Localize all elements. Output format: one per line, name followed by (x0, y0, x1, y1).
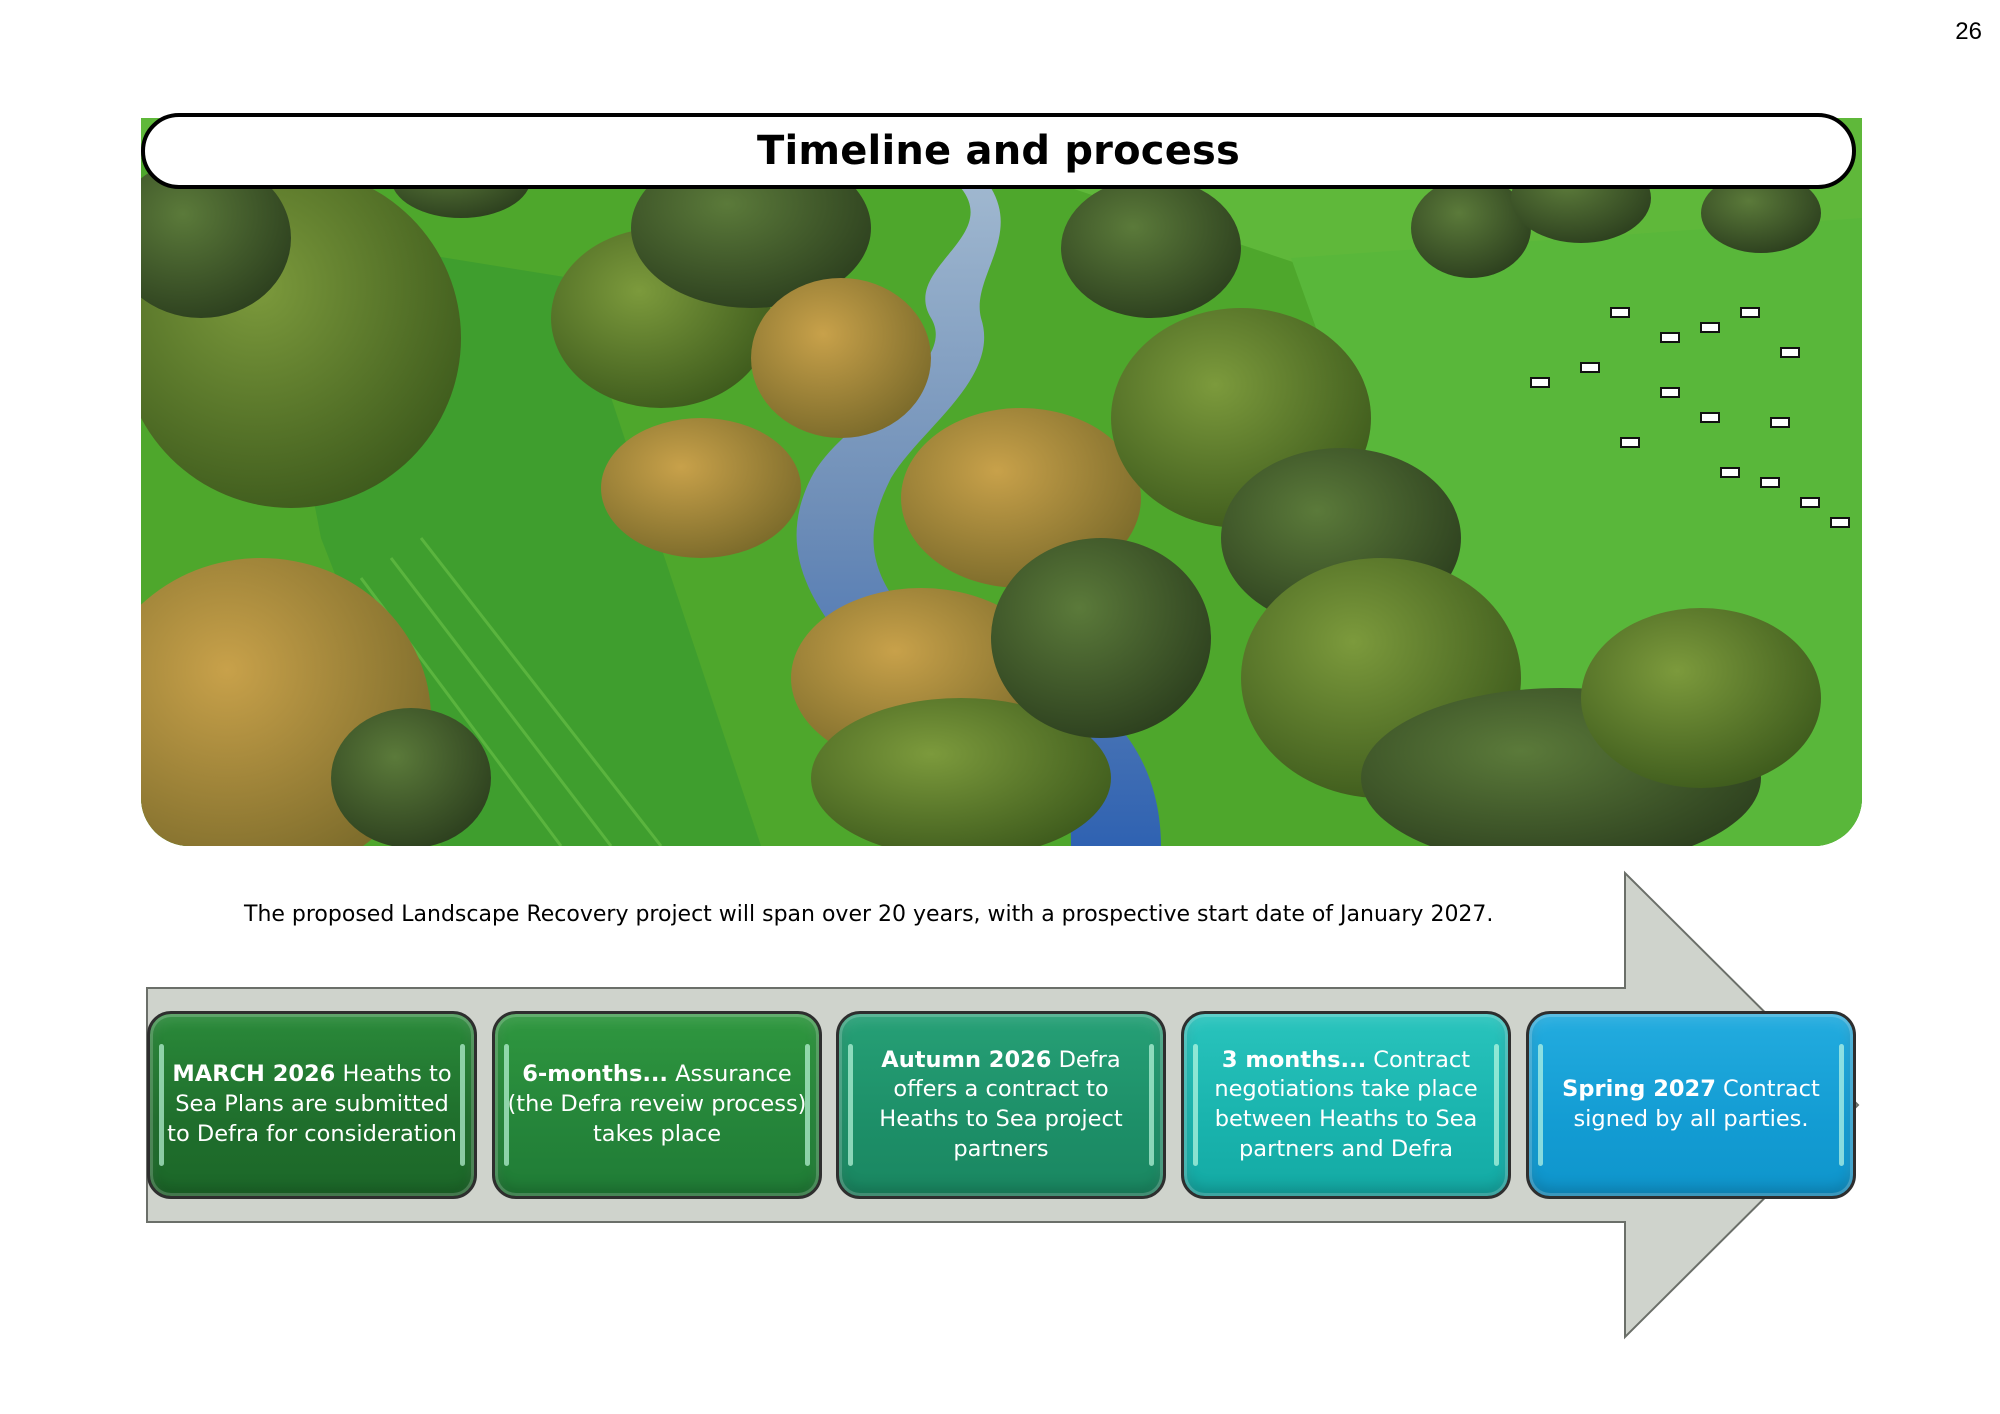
step-4-text: Contract negotiations take place between… (1214, 1046, 1478, 1162)
landscape-photo (141, 118, 1862, 846)
title-banner: Timeline and process (141, 113, 1856, 189)
step-1-text: Heaths to Sea Plans are submitted to Def… (167, 1061, 457, 1147)
step-1-date: MARCH 2026 (172, 1061, 336, 1088)
step-2-date: 6-months... (522, 1061, 668, 1088)
timeline-step-2: 6-months... Assurance (the Defra reveiw … (492, 1011, 822, 1199)
timeline-step-4: 3 months... Contract negotiations take p… (1181, 1011, 1511, 1199)
timeline-step-5: Spring 2027 Contract signed by all parti… (1526, 1011, 1856, 1199)
intro-text: The proposed Landscape Recovery project … (244, 902, 1494, 927)
timeline-step-1: MARCH 2026 Heaths to Sea Plans are submi… (147, 1011, 477, 1199)
step-5-text: Contract signed by all parties. (1573, 1076, 1820, 1132)
timeline-step-3: Autumn 2026 Defra offers a contract to H… (836, 1011, 1166, 1199)
step-4-date: 3 months... (1221, 1046, 1367, 1073)
step-5-date: Spring 2027 (1562, 1076, 1716, 1103)
page-number: 26 (1955, 18, 1982, 45)
step-3-text: Defra offers a contract to Heaths to Sea… (879, 1046, 1123, 1162)
page-title: Timeline and process (756, 128, 1241, 174)
step-2-text: Assurance (the Defra reveiw process) tak… (507, 1061, 807, 1147)
step-3-date: Autumn 2026 (881, 1046, 1052, 1073)
